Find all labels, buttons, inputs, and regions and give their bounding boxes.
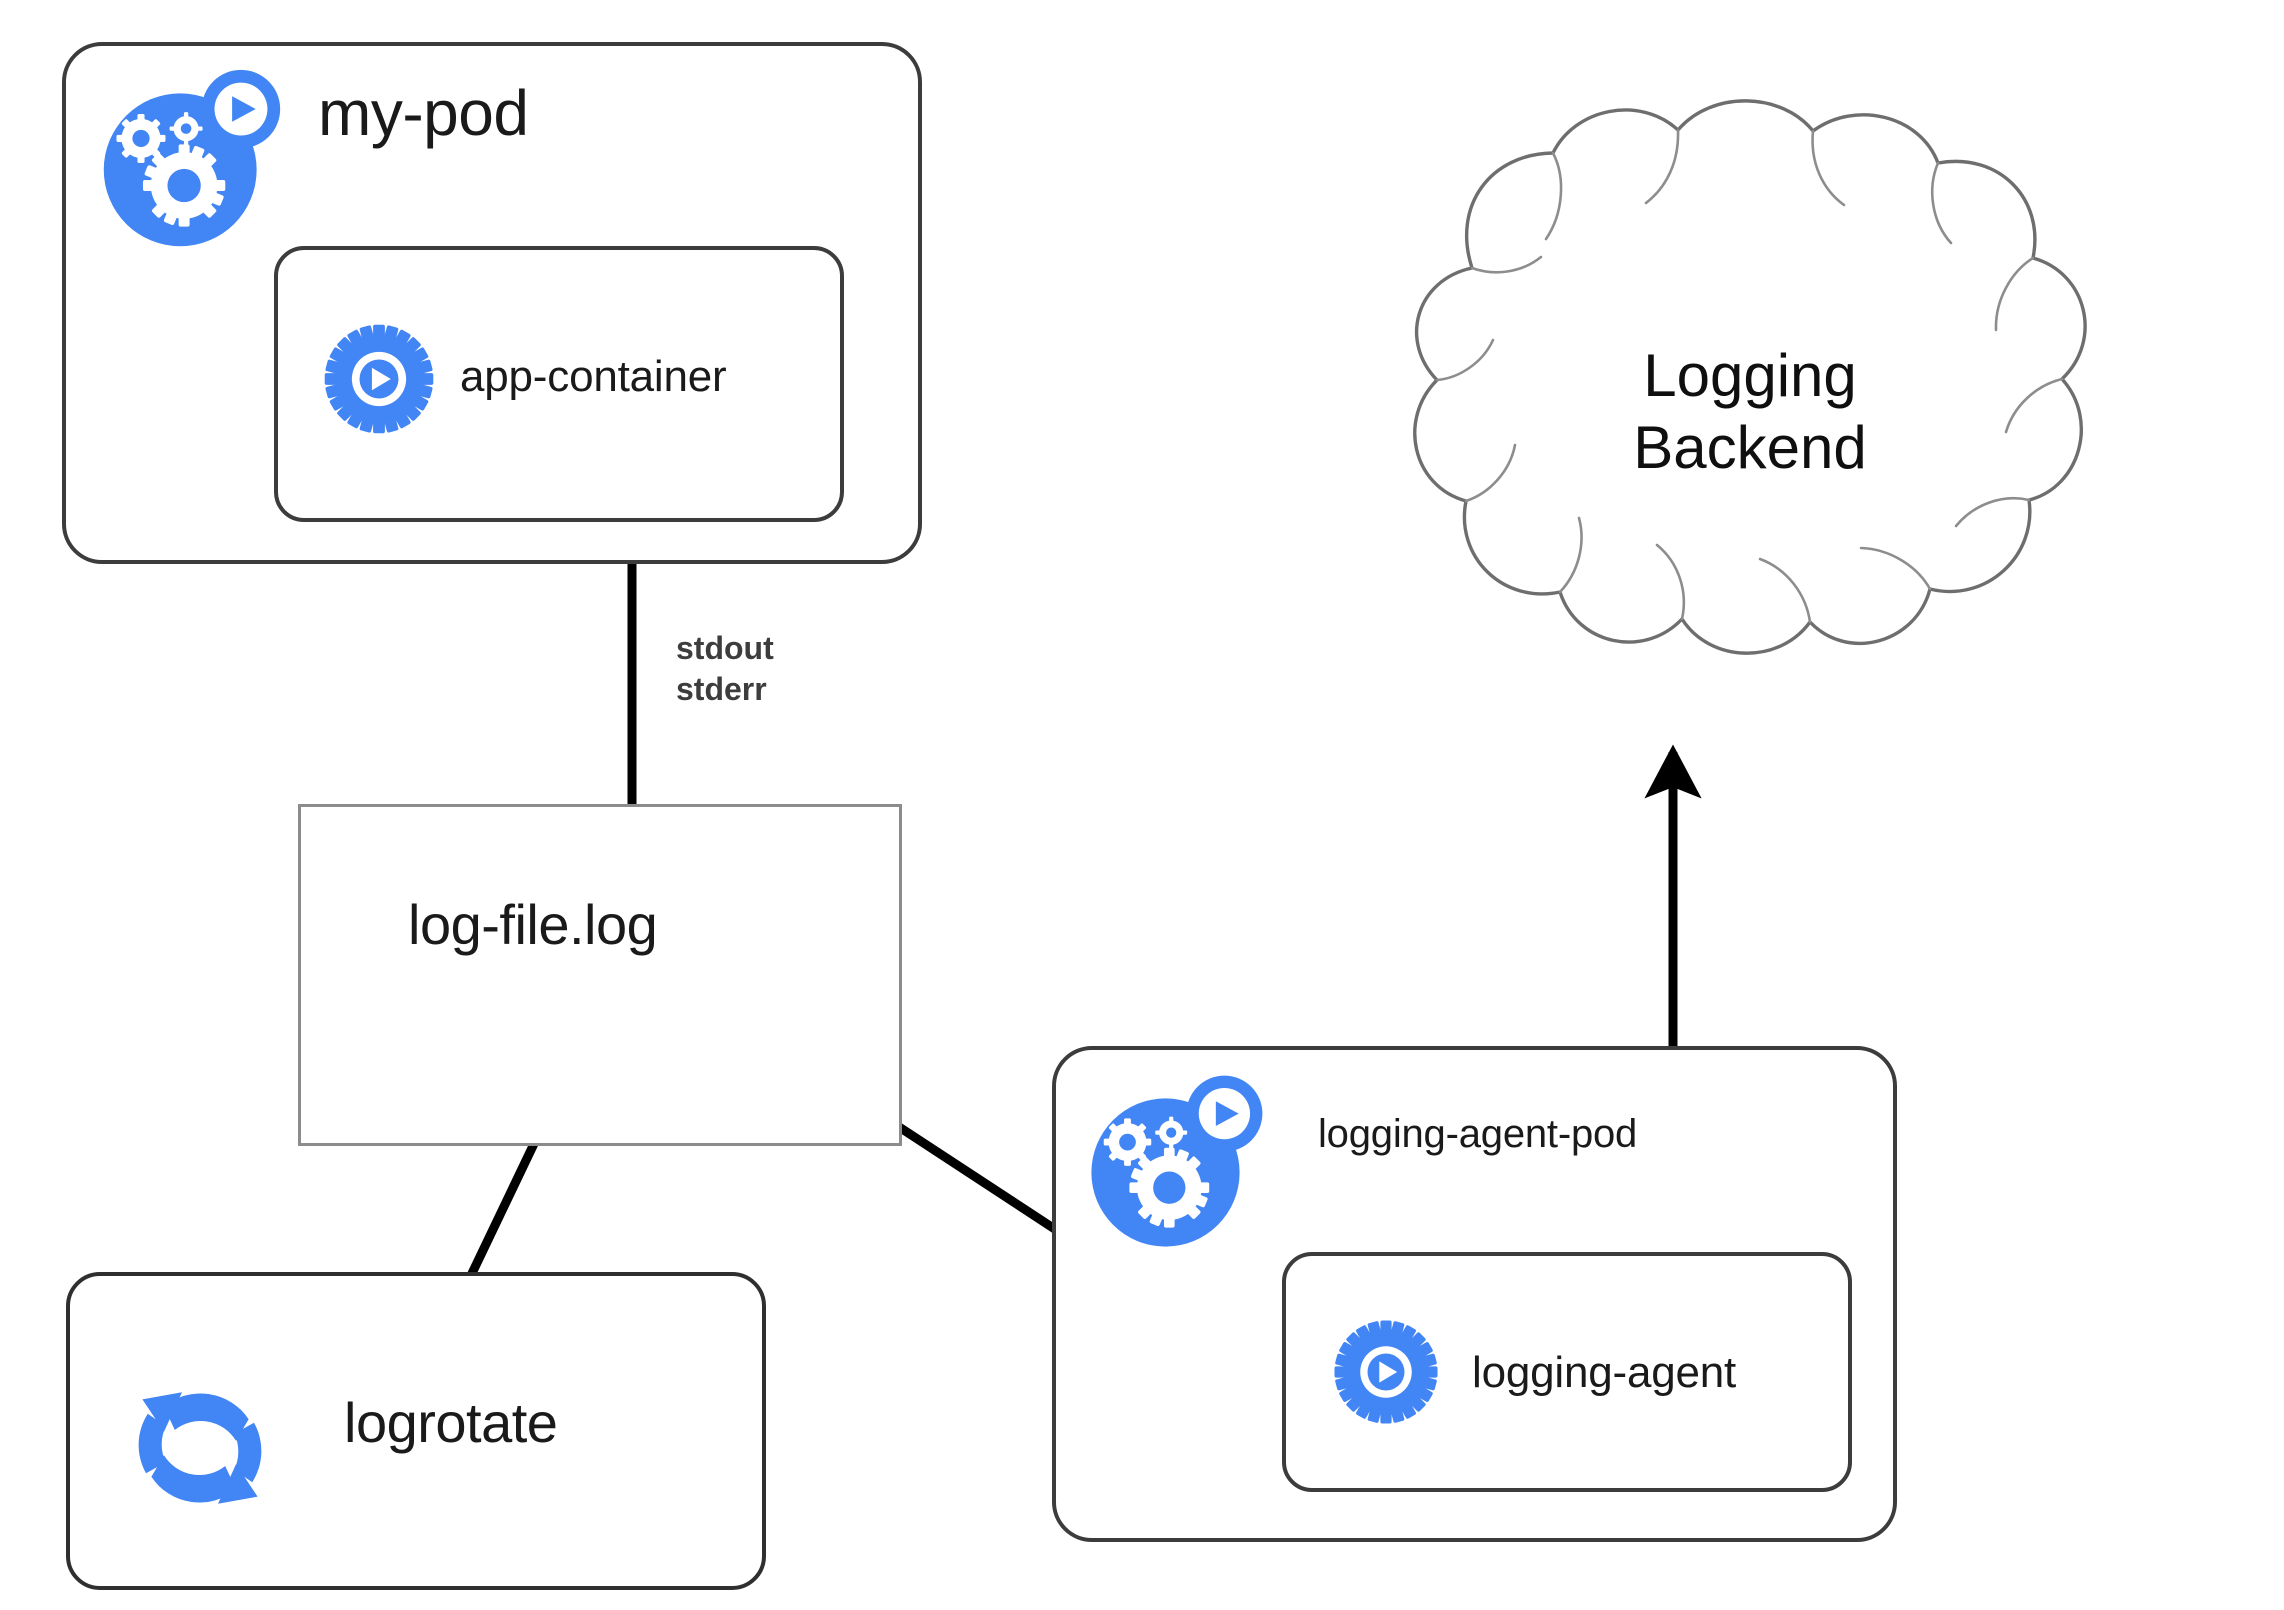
edge-label-line-stdout: stdout: [676, 630, 774, 666]
cloud-label-line-2: Backend: [1633, 414, 1867, 481]
container-gear-play-icon: [1334, 1320, 1438, 1424]
edge-label-line-stderr: stderr: [676, 670, 767, 707]
tool-logrotate-label: logrotate: [344, 1391, 558, 1454]
kubernetes-pod-icon: [1091, 1075, 1263, 1247]
file-log-file-label: log-file.log: [408, 893, 658, 956]
pod-logging-agent-pod-label: logging-agent-pod: [1318, 1112, 1638, 1156]
tool-logrotate[interactable]: [66, 1272, 766, 1590]
kubernetes-pod-icon: [103, 69, 281, 247]
container-gear-play-icon: [324, 324, 434, 434]
container-app-container[interactable]: [274, 246, 844, 522]
container-app-container-label: app-container: [460, 352, 727, 401]
file-log-file[interactable]: [298, 804, 902, 1146]
edge-label-stdout-stderr: stdout stderr: [676, 628, 774, 710]
pod-my-pod-label: my-pod: [318, 77, 529, 149]
container-logging-agent-label: logging-agent: [1472, 1348, 1737, 1397]
cloud-label-line-1: Logging: [1643, 342, 1857, 409]
cloud-logging-backend-label: Logging Backend: [1600, 340, 1900, 484]
rotate-arrows-icon: [138, 1392, 262, 1504]
